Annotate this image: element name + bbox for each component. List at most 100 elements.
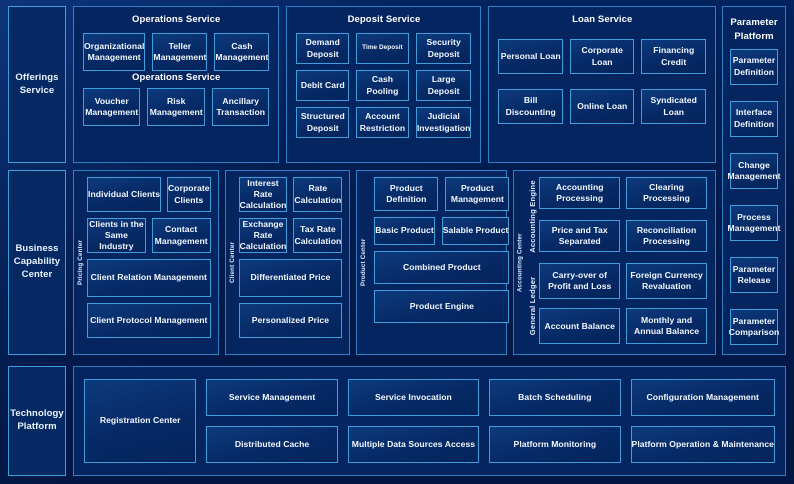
cell-combined-product[interactable]: Combined Product (374, 251, 510, 284)
cell-batch-scheduling[interactable]: Batch Scheduling (489, 379, 621, 416)
group-title-deposit-service: Deposit Service (347, 14, 421, 25)
band-label-business-capability-center: Business Capability Center (8, 170, 66, 355)
cell-time-deposit[interactable]: Time Deposit (356, 33, 409, 64)
cell-teller-management[interactable]: Teller Management (152, 33, 208, 71)
group-accounting-center: Accounting Center Accounting Engine Acco… (513, 170, 716, 355)
cell-account-balance[interactable]: Account Balance (539, 308, 621, 345)
cells-operations-service-row2: Voucher Management Risk Management Ancil… (74, 83, 278, 126)
cell-voucher-management[interactable]: Voucher Management (83, 88, 141, 126)
cell-bill-discounting[interactable]: Bill Discounting (498, 89, 563, 124)
group-parameter-platform: Parameter Platform Parameter Definition … (722, 6, 786, 355)
side-label-client-center: Client Center (228, 241, 236, 284)
cells-loan-service-row1: Personal Loan Corporate Loan Financing C… (489, 25, 715, 74)
cell-cash-pooling[interactable]: Cash Pooling (356, 70, 409, 101)
cell-salable-product[interactable]: Salable Product (441, 217, 510, 245)
parameter-platform-title-line1: Parameter (730, 17, 778, 28)
cell-rate-calculation[interactable]: Rate Calculation (293, 177, 343, 212)
cell-distributed-cache[interactable]: Distributed Cache (206, 426, 338, 463)
cell-price-and-tax-separated[interactable]: Price and Tax Separated (539, 219, 621, 252)
cell-client-relation-management[interactable]: Client Relation Management (87, 259, 211, 297)
band-offerings-service: Offerings Service Operations Service Org… (8, 6, 716, 163)
cell-client-protocol-management[interactable]: Client Protocol Management (87, 303, 211, 338)
side-label-product-center: Product Center (360, 238, 368, 287)
cells-loan-service-row2: Bill Discounting Online Loan Syndicated … (489, 74, 715, 124)
cell-differentiated-price[interactable]: Differentiated Price (238, 259, 343, 297)
cell-debit-card[interactable]: Debit Card (296, 70, 350, 101)
cell-corporate-loan[interactable]: Corporate Loan (569, 39, 635, 74)
cells-general-ledger: Carry-over of Profit and Loss Foreign Cu… (539, 262, 715, 348)
band-label-offerings-service: Offerings Service (8, 6, 66, 163)
cell-parameter-definition[interactable]: Parameter Definition (730, 48, 778, 85)
side-label-accounting-center: Accounting Center (516, 233, 524, 292)
cell-product-management[interactable]: Product Management (445, 177, 510, 211)
cell-personalized-price[interactable]: Personalized Price (238, 303, 343, 338)
cell-accounting-processing[interactable]: Accounting Processing (539, 177, 621, 209)
cell-change-management[interactable]: Change Management (728, 152, 780, 189)
cell-process-management[interactable]: Process Management (727, 204, 780, 241)
cell-configuration-management[interactable]: Configuration Management (630, 379, 775, 416)
cell-monthly-and-annual-balance[interactable]: Monthly and Annual Balance (626, 308, 707, 345)
cell-individual-clients[interactable]: Individual Clients (87, 177, 162, 212)
cell-tax-rate-calculation[interactable]: Tax Rate Calculation (293, 218, 343, 253)
cell-judicial-investigation[interactable]: Judicial Investigation (415, 107, 472, 138)
cell-reconciliation-processing[interactable]: Reconciliation Processing (626, 219, 707, 252)
cell-basic-product[interactable]: Basic Product (374, 217, 435, 245)
cells-pricing-center-row1: Individual Clients Corporate Clients (87, 177, 211, 212)
cell-financing-credit[interactable]: Financing Credit (641, 39, 706, 74)
group-product-center: Product Center Product Definition Produc… (356, 170, 510, 355)
cell-service-invocation[interactable]: Service Invocation (347, 379, 480, 416)
cell-platform-monitoring[interactable]: Platform Monitoring (489, 426, 621, 463)
cell-demand-deposit[interactable]: Demand Deposit (296, 33, 350, 64)
cell-service-management[interactable]: Service Management (206, 379, 338, 416)
group-pricing-center: Pricing Center Individual Clients Corpor… (73, 170, 219, 355)
cell-product-definition[interactable]: Product Definition (374, 177, 439, 211)
cell-platform-operation-and-maintenance[interactable]: Platform Operation & Maintenance (630, 426, 775, 463)
group-deposit-service: Deposit Service Demand Deposit Time Depo… (286, 6, 482, 163)
cell-clearing-processing[interactable]: Clearing Processing (626, 177, 707, 209)
cell-organizational-management[interactable]: Organizational Management (83, 33, 146, 71)
cells-operations-service-row1: Organizational Management Teller Managem… (74, 25, 278, 71)
band-business-capability-center: Business Capability Center Pricing Cente… (8, 170, 716, 355)
parameter-platform-title-line2: Platform (734, 30, 774, 42)
cells-product-center-row1: Product Definition Product Management (374, 177, 510, 211)
band-body-business-capability-center: Pricing Center Individual Clients Corpor… (73, 170, 716, 355)
cell-foreign-currency-revaluation[interactable]: Foreign Currency Revaluation (626, 262, 707, 299)
cell-risk-management[interactable]: Risk Management (147, 88, 205, 126)
cell-cash-management[interactable]: Cash Management (214, 33, 270, 71)
cell-ancillary-transaction[interactable]: Ancillary Transaction (211, 88, 270, 126)
group-technology-platform: Registration Center Service Management S… (73, 366, 786, 476)
band-body-offerings-service: Operations Service Organizational Manage… (73, 6, 716, 163)
band-technology-platform: Technology Platform Registration Center … (8, 366, 786, 476)
cell-registration-center[interactable]: Registration Center (84, 379, 197, 463)
cell-corporate-clients[interactable]: Corporate Clients (167, 177, 211, 212)
cell-parameter-release[interactable]: Parameter Release (730, 256, 778, 293)
cell-product-engine[interactable]: Product Engine (374, 290, 510, 323)
cells-deposit-service: Demand Deposit Time Deposit Security Dep… (287, 25, 480, 138)
cells-client-center-row1: Interest Rate Calculation Rate Calculati… (238, 177, 343, 212)
cell-personal-loan[interactable]: Personal Loan (498, 39, 563, 74)
cell-parameter-comparison[interactable]: Parameter Comparison (729, 309, 779, 345)
cell-interface-definition[interactable]: Interface Definition (730, 100, 778, 137)
band-label-technology-platform: Technology Platform (8, 366, 66, 476)
group-title-operations-service: Operations Service (132, 14, 221, 25)
cell-interest-rate-calculation[interactable]: Interest Rate Calculation (238, 177, 288, 212)
cell-syndicated-loan[interactable]: Syndicated Loan (641, 89, 706, 124)
cell-security-deposit[interactable]: Security Deposit (415, 33, 472, 64)
cell-contact-management[interactable]: Contact Management (151, 218, 211, 253)
cell-online-loan[interactable]: Online Loan (569, 89, 635, 124)
group-client-center: Client Center Interest Rate Calculation … (224, 170, 351, 355)
side-label-accounting-engine: Accounting Engine (528, 180, 538, 254)
cell-large-deposit[interactable]: Large Deposit (415, 70, 472, 101)
cell-clients-in-the-same-industry[interactable]: Clients in the Same Industry (87, 218, 146, 253)
group-subtitle-operations-service: Operations Service (132, 72, 221, 83)
cell-multiple-data-sources-access[interactable]: Multiple Data Sources Access (347, 426, 480, 463)
cells-pricing-center-row2: Clients in the Same Industry Contact Man… (87, 218, 211, 253)
group-title-loan-service: Loan Service (572, 14, 633, 25)
cells-client-center-row2: Exchange Rate Calculation Tax Rate Calcu… (238, 218, 343, 253)
cell-exchange-rate-calculation[interactable]: Exchange Rate Calculation (238, 218, 288, 253)
cells-accounting-engine: Accounting Processing Clearing Processin… (539, 177, 715, 257)
cell-structured-deposit[interactable]: Structured Deposit (296, 107, 350, 138)
cell-account-restriction[interactable]: Account Restriction (356, 107, 409, 138)
cell-carry-over-of-profit-and-loss[interactable]: Carry-over of Profit and Loss (539, 262, 621, 299)
cells-product-center-row2: Basic Product Salable Product (374, 217, 510, 245)
